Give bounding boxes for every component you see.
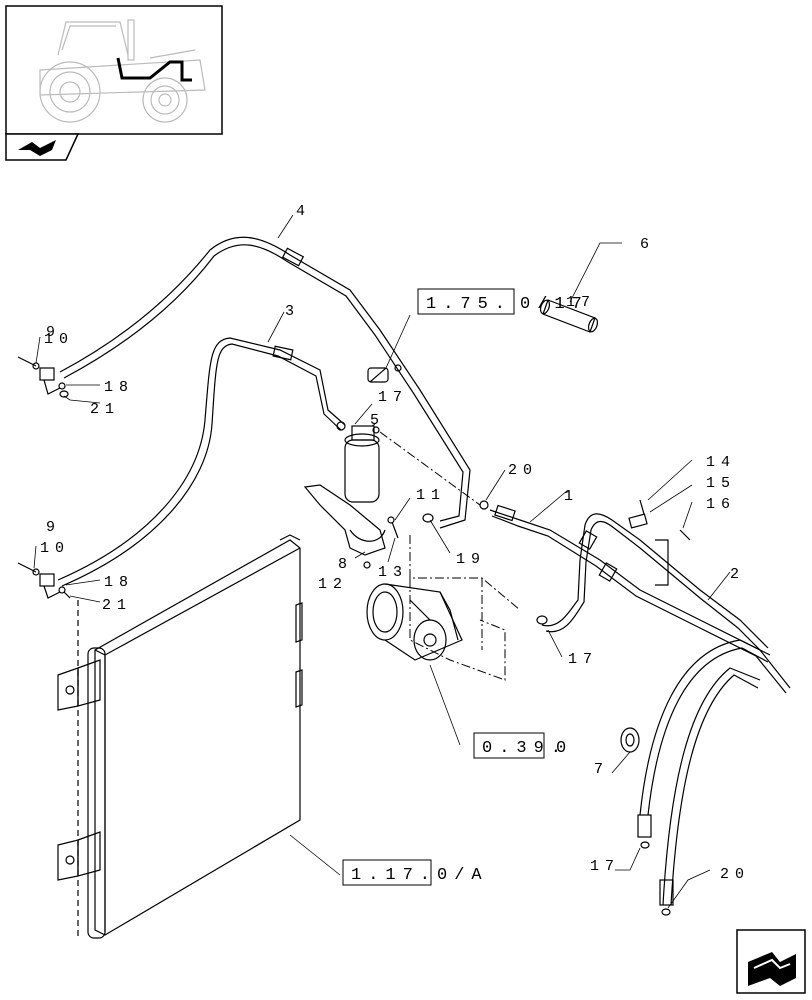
ref-compressor-rest: 0	[556, 739, 573, 758]
callout-10-upper: 10	[44, 331, 74, 348]
refrigerant-circuit-lines	[379, 431, 521, 681]
ref-pressure-switch[interactable]: 1.75. 0/17	[417, 288, 589, 315]
callout-17-drier: 17	[378, 389, 408, 406]
clamp-assembly-upper	[17, 356, 69, 398]
callout-17-ref: 17	[566, 294, 596, 311]
callout-20-upper: 20	[508, 462, 538, 479]
hose-clip	[620, 727, 640, 753]
callout-1: 1	[564, 488, 579, 505]
condenser	[57, 534, 303, 940]
next-page-icon[interactable]	[736, 929, 806, 994]
hose-sleeve	[539, 299, 599, 333]
hose-2	[541, 513, 769, 653]
hose-4	[59, 236, 471, 529]
callout-17-right: 17	[568, 651, 598, 668]
compressor	[366, 583, 463, 661]
callout-9-lower: 9	[46, 519, 61, 536]
ref-condenser[interactable]: 1.17. 0/A	[342, 859, 489, 886]
callout-6: 6	[640, 236, 655, 253]
callout-19: 19	[456, 551, 486, 568]
callout-labels: 1 2 3 4 5 6 7 8 9 9 10 10 11 12 13 14 15…	[40, 203, 750, 883]
callout-13: 13	[378, 564, 408, 581]
pipe-clamp-upper	[628, 499, 691, 541]
hose-1	[489, 504, 791, 694]
callout-18-upper: 18	[104, 379, 134, 396]
tractor-thumbnail-icon[interactable]	[5, 5, 223, 135]
bolt	[387, 516, 399, 539]
callout-18-lower: 18	[104, 574, 134, 591]
callout-14: 14	[706, 454, 736, 471]
callout-21-lower: 21	[102, 597, 132, 614]
callout-7: 7	[594, 761, 609, 778]
callout-16: 16	[706, 496, 736, 513]
pressure-switch	[367, 364, 402, 383]
previous-page-icon[interactable]	[5, 133, 80, 161]
callout-21-upper: 21	[90, 401, 120, 418]
callout-20-lower: 20	[720, 866, 750, 883]
ref-pressure-switch-boxed: 1.75.	[426, 295, 512, 314]
callout-10-lower: 10	[40, 540, 70, 557]
callout-12: 12	[318, 576, 348, 593]
callout-8: 8	[338, 556, 353, 573]
hose-3	[57, 337, 346, 587]
callout-17-bottom: 17	[590, 858, 620, 875]
ref-condenser-rest: 0/A	[437, 866, 489, 885]
callout-11: 11	[416, 487, 446, 504]
ref-compressor-boxed: 0.39.	[482, 739, 568, 758]
receiver-drier	[336, 421, 380, 503]
callout-9-upper: 9	[46, 324, 61, 341]
discharge-hoses	[637, 639, 771, 916]
ref-pressure-switch-rest: 0/17	[520, 295, 589, 314]
callout-4: 4	[296, 203, 311, 220]
ref-condenser-boxed: 1.17.	[351, 866, 437, 885]
ref-compressor[interactable]: 0.39. 0	[473, 732, 573, 759]
callout-15: 15	[706, 475, 736, 492]
clamp-assembly-lower	[17, 562, 71, 599]
callout-5: 5	[370, 412, 385, 429]
callout-3: 3	[285, 303, 300, 320]
leader-lines	[33, 214, 731, 909]
callout-2: 2	[730, 566, 745, 583]
bracket	[303, 484, 386, 569]
